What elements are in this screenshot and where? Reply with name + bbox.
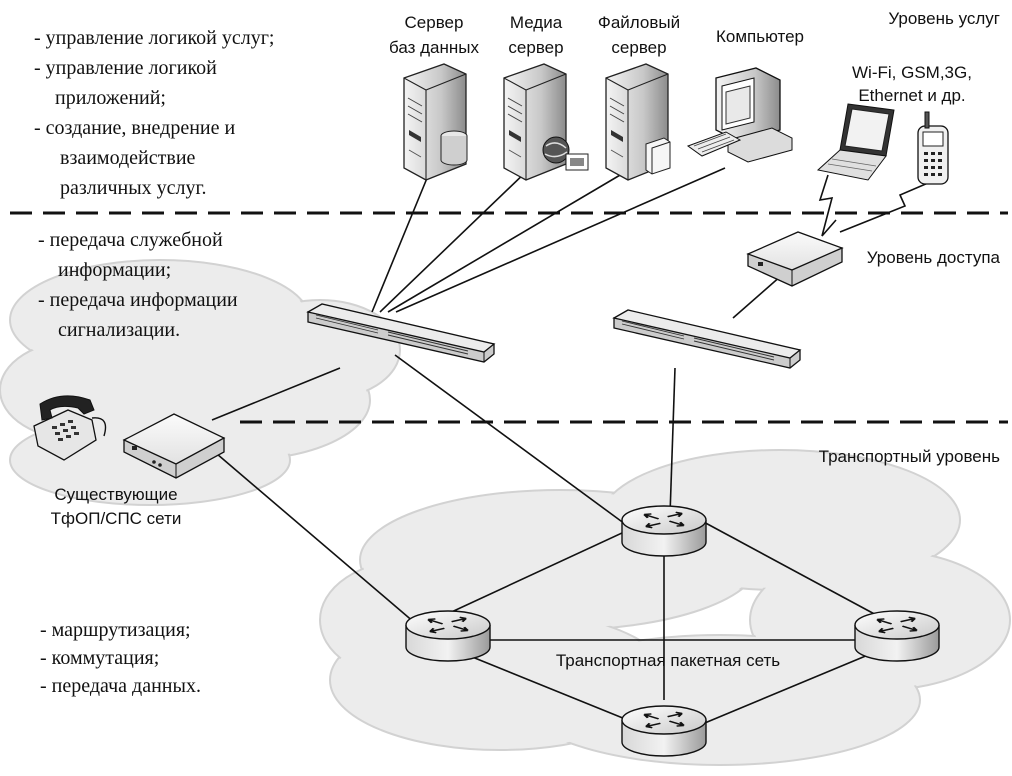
- pstn-label-2: ТфОП/СПС сети: [51, 509, 182, 528]
- services-switch-icon: [306, 303, 496, 363]
- pstn-gateway-icon: [122, 413, 226, 479]
- router-icon-right: [855, 611, 939, 661]
- wireless-label-2: Ethernet и др.: [858, 86, 965, 105]
- transport-note-2: - коммутация;: [40, 647, 159, 669]
- wireless-label-1: Wi-Fi, GSM,3G,: [852, 63, 972, 82]
- access-note-3: - передача информации: [38, 289, 238, 311]
- db-server-label-2: баз данных: [389, 38, 479, 57]
- computer-icon: [686, 67, 793, 163]
- db-server-icon: [403, 63, 468, 181]
- access-gateway-icon: [746, 231, 844, 287]
- services-layer-label: Уровень услуг: [888, 9, 1000, 28]
- access-switch-icon: [612, 309, 802, 369]
- access-note-4: сигнализации.: [58, 319, 180, 341]
- router-icon-left: [406, 611, 490, 661]
- telephone-icon: [33, 395, 107, 461]
- transport-note-1: - маршрутизация;: [40, 619, 191, 641]
- service-note-4: - создание, внедрение и: [34, 117, 236, 139]
- laptop-icon: [816, 103, 895, 181]
- file-server-label-1: Файловый: [598, 13, 680, 32]
- packet-network-label: Транспортная пакетная сеть: [556, 651, 780, 670]
- access-layer-label: Уровень доступа: [867, 248, 1001, 267]
- access-note-2: информации;: [58, 259, 171, 281]
- file-server-label-2: сервер: [611, 38, 666, 57]
- wireless-link-laptop: [818, 174, 837, 237]
- transport-note-3: - передача данных.: [40, 675, 201, 697]
- router-icon-bottom: [622, 706, 706, 756]
- db-server-label-1: Сервер: [405, 13, 464, 32]
- pstn-label-1: Существующие: [54, 485, 177, 504]
- wireless-link-phone: [839, 179, 936, 233]
- access-note-1: - передача служебной: [38, 229, 223, 251]
- computer-label: Компьютер: [716, 27, 804, 46]
- service-note-1: - управление логикой услуг;: [34, 27, 274, 49]
- file-server-icon: [605, 63, 671, 181]
- service-note-2: - управление логикой: [34, 57, 217, 79]
- media-server-icon: [503, 63, 589, 181]
- cellphone-icon: [917, 111, 949, 185]
- service-note-5: взаимодействие: [60, 147, 196, 169]
- media-server-label-2: сервер: [508, 38, 563, 57]
- router-icon-top: [622, 506, 706, 556]
- service-note-3: приложений;: [55, 87, 166, 109]
- links: [209, 165, 881, 726]
- service-note-6: различных услуг.: [60, 177, 206, 199]
- media-server-label-1: Медиа: [510, 13, 563, 32]
- transport-layer-label: Транспортный уровень: [819, 447, 1000, 466]
